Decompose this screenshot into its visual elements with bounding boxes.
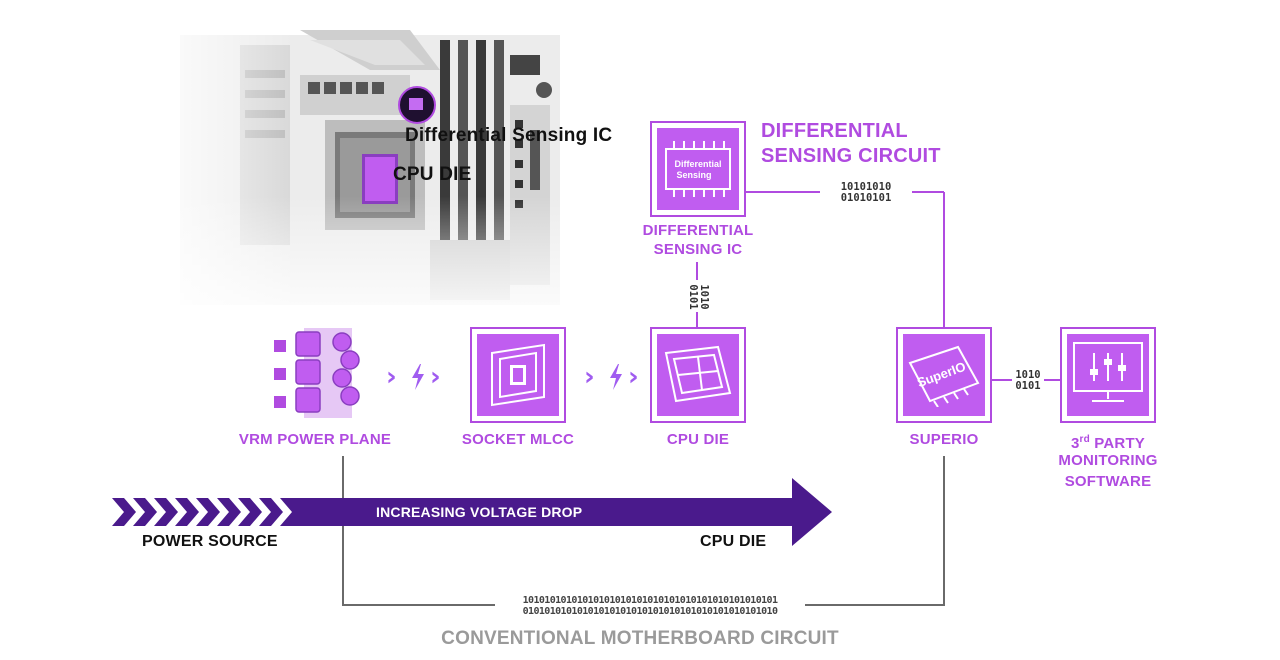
diff-ic-label-line2: SENSING IC	[653, 241, 743, 258]
socket-icon	[491, 343, 545, 407]
binary-bottom-line1: 1010101010101010101010101010101010101010…	[522, 595, 778, 606]
binary-bottom-line2: 0101010101010101010101010101010101010101…	[522, 606, 778, 617]
lightning-bolt-icon	[610, 364, 622, 390]
flow-arrow-1: › ›	[386, 362, 450, 392]
binary-right-line2: 0101	[1015, 380, 1041, 392]
vrm-power-plane-label: VRM POWER PLANE	[238, 431, 392, 448]
cpu-die-box	[650, 327, 746, 423]
binary-right-line1: 1010	[1015, 369, 1041, 381]
monitoring-software-box	[1060, 327, 1156, 423]
flow-arrow-2: › ›	[584, 362, 648, 392]
superio-chip-icon	[908, 345, 980, 407]
chevron-right-icon: ›	[386, 362, 397, 392]
binary-top-line1: 10101010	[840, 181, 892, 193]
socket-mlcc-box	[470, 327, 566, 423]
binary-top-line2: 01010101	[840, 192, 892, 204]
voltage-drop-label: INCREASING VOLTAGE DROP	[376, 504, 583, 520]
vrm-power-plane-icon	[274, 328, 360, 418]
differential-circuit-title-line1: DIFFERENTIAL	[761, 120, 908, 142]
callout-cpu-die: CPU DIE	[393, 164, 472, 185]
superio-label: SUPERIO	[909, 431, 979, 448]
monitoring-label-line1: 3rd PARTY	[1070, 434, 1146, 452]
board-cpu-die-highlight	[362, 154, 398, 204]
chevron-right-icon: ›	[584, 362, 595, 392]
chip-label-line2: Sensing	[676, 170, 712, 180]
arrow-cpu-die-label: CPU DIE	[700, 533, 767, 550]
board-ic-highlight	[398, 86, 436, 124]
monitoring-label-line3: SOFTWARE	[1064, 473, 1152, 490]
conventional-circuit-label: CONVENTIONAL MOTHERBOARD CIRCUIT	[441, 628, 839, 649]
superio-box: SuperIO	[896, 327, 992, 423]
cpu-die-label: CPU DIE	[666, 431, 730, 448]
chevron-right-icon: ›	[430, 362, 441, 392]
cpu-die-icon	[664, 345, 732, 403]
lightning-bolt-icon	[412, 364, 424, 390]
differential-sensing-ic-box: Differential Sensing	[650, 121, 746, 217]
socket-mlcc-label: SOCKET MLCC	[461, 431, 575, 448]
binary-vertical: 1010 0101	[687, 284, 710, 310]
chip-label-line1: Differential	[674, 159, 722, 169]
diff-ic-label-line1: DIFFERENTIAL	[642, 222, 754, 239]
monitor-sliders-icon	[1073, 342, 1143, 402]
callout-differential-sensing-ic: Differential Sensing IC	[405, 125, 613, 146]
monitoring-label-line2: MONITORING	[1058, 452, 1158, 469]
chevron-right-icon: ›	[628, 362, 639, 392]
differential-circuit-title-line2: SENSING CIRCUIT	[761, 145, 941, 167]
power-source-label: POWER SOURCE	[142, 533, 278, 550]
voltage-drop-arrow	[112, 478, 832, 546]
